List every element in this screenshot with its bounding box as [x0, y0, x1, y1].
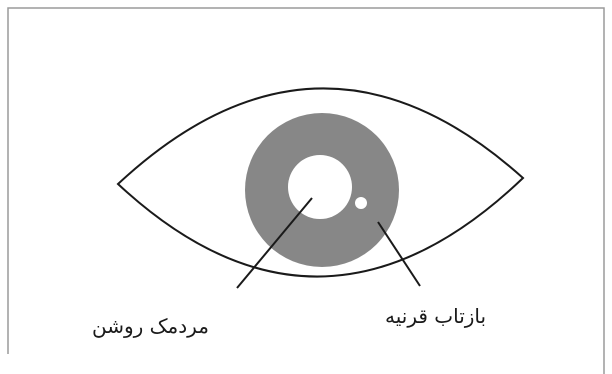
- bright-pupil-label: مردمک روشن: [92, 316, 209, 336]
- corneal-reflection-label: بازتاب قرنیه: [385, 306, 486, 326]
- bright-pupil: [288, 155, 352, 219]
- corneal-reflection-dot: [355, 197, 367, 209]
